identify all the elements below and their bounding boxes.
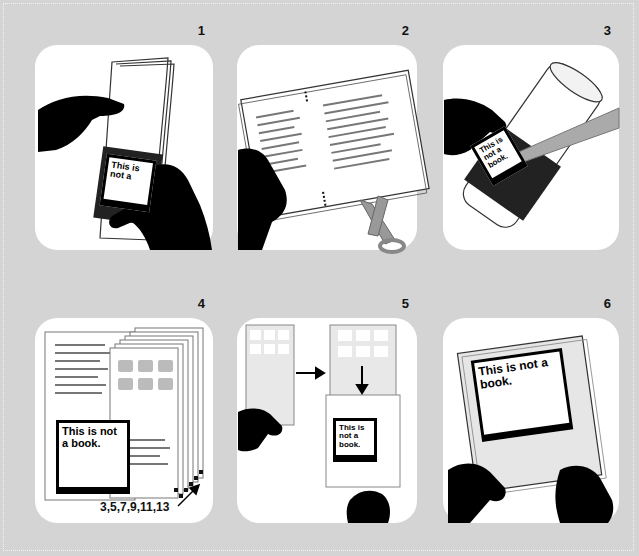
step-number: 2 <box>402 23 409 38</box>
step-number: 3 <box>604 23 611 38</box>
step-panel: 2 <box>237 45 417 250</box>
step-number: 6 <box>604 296 611 311</box>
step-panel: 6This is not a book. <box>443 318 619 523</box>
cover-box: This is not a book. <box>471 348 574 442</box>
page-numbers: 3,5,7,9,11,13 <box>100 500 169 514</box>
step-panel: 5This is not a book. <box>237 318 417 523</box>
step-panel: 1This is not a <box>35 45 213 250</box>
cover-box: This is not a book. <box>333 418 377 462</box>
step-number: 4 <box>198 296 205 311</box>
cover-title: This is not a book. <box>62 426 124 449</box>
cover-title: This is not a book. <box>339 424 371 449</box>
step-panel: 4This is not a book. <box>35 318 213 523</box>
step-panel: 3This is not a book. <box>443 45 619 250</box>
cover-title: This is not a <box>109 161 149 185</box>
step-number: 1 <box>198 23 205 38</box>
cover-box: This is not a <box>100 154 157 212</box>
cover-title: This is not a book. <box>478 355 561 391</box>
step-number: 5 <box>402 296 409 311</box>
cover-title: This is not a book. <box>478 134 515 170</box>
cover-box: This is not a book. <box>56 420 130 494</box>
cover-box: This is not a book. <box>470 126 528 186</box>
